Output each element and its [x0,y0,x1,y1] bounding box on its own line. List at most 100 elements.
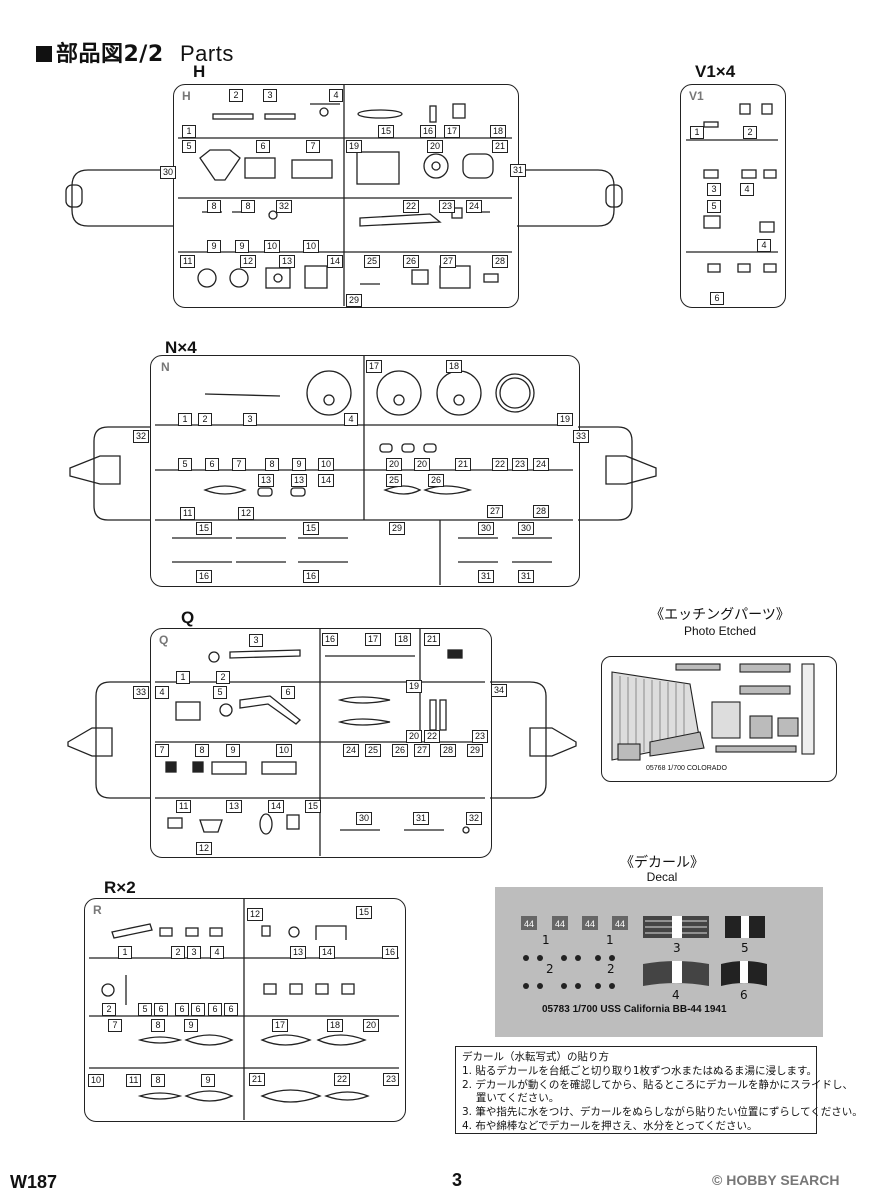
decal-label: 3 [673,941,681,955]
part-number: 22 [334,1073,351,1086]
part-number: 27 [414,744,431,757]
instruction-step: 3. 筆や指先に水をつけ、デカールをぬらしながら貼りたい位置にずらしてください。 [462,1106,863,1119]
part-number: 17 [444,125,461,138]
part-number: 3 [707,183,721,196]
part-number: 2 [102,1003,116,1016]
part-number: 26 [428,474,445,487]
part-number: 9 [235,240,249,253]
part-number: 21 [424,633,441,646]
part-number: 13 [290,946,307,959]
part-number: 31 [478,570,495,583]
instruction-step: 2. デカールが動くのを確認してから、貼るところにデカールを静かにスライドし、 [462,1078,854,1091]
part-number: 20 [427,140,444,153]
part-number: 15 [378,125,395,138]
part-number: 18 [395,633,412,646]
sprue-h-frame: H [173,84,519,308]
part-number: 20 [386,458,403,471]
part-number: 5 [182,140,196,153]
part-number: 3 [249,634,263,647]
part-number: 16 [322,633,339,646]
part-number: 23 [512,458,529,471]
part-number: 2 [743,126,757,139]
part-number: 6 [205,458,219,471]
part-number: 6 [281,686,295,699]
part-number: 9 [201,1074,215,1087]
part-number: 27 [440,255,457,268]
part-number: 7 [108,1019,122,1032]
part-number: 32 [133,430,150,443]
part-number: 23 [472,730,489,743]
part-number: 6 [224,1003,238,1016]
part-number: 20 [406,730,423,743]
decal-title: 《デカール》 [620,854,704,870]
hull-number: 44 [555,919,565,929]
part-number: 16 [382,946,399,959]
part-number: 8 [151,1074,165,1087]
part-number: 3 [243,413,257,426]
part-number: 11 [176,800,192,813]
sprue-h-title: H [193,62,206,81]
part-number: 34 [491,684,508,697]
part-number: 22 [424,730,441,743]
decal-label: 1 [542,933,550,947]
part-number: 19 [406,680,423,693]
part-number: 8 [241,200,255,213]
part-number: 9 [184,1019,198,1032]
part-number: 5 [707,200,721,213]
part-number: 6 [191,1003,205,1016]
part-number: 12 [240,255,257,268]
part-number: 30 [518,522,535,535]
part-number: 11 [180,507,196,520]
part-number: 30 [478,522,495,535]
sprue-n-tag: N [161,360,170,374]
part-number: 13 [291,474,308,487]
decal-label: 4 [672,988,680,1002]
square-bullet-icon [36,46,52,62]
footer-code: W187 [10,1172,58,1192]
part-number: 15 [356,906,373,919]
part-number: 9 [226,744,240,757]
part-number: 6 [175,1003,189,1016]
part-number: 8 [151,1019,165,1032]
part-number: 4 [210,946,224,959]
part-number: 21 [492,140,509,153]
part-number: 25 [364,255,381,268]
part-number: 8 [265,458,279,471]
hull-number: 44 [524,919,534,929]
part-number: 14 [318,474,335,487]
part-number: 29 [467,744,484,757]
part-number: 12 [238,507,255,520]
part-number: 15 [303,522,320,535]
part-number: 27 [487,505,504,518]
sprue-r-title: R×2 [104,878,136,897]
part-number: 31 [518,570,535,583]
part-number: 19 [557,413,574,426]
part-number: 7 [155,744,169,757]
part-number: 32 [276,200,293,213]
part-number: 28 [440,744,457,757]
part-number: 10 [264,240,281,253]
sprue-v-title: V1×4 [695,62,736,81]
part-number: 3 [263,89,277,102]
part-number: 24 [533,458,550,471]
instructions-heading: デカール（水転写式）の貼り方 [462,1051,609,1063]
decal-label: 6 [740,988,748,1002]
part-number: 20 [363,1019,380,1032]
decal-subtitle: Decal [646,870,678,884]
part-number: 28 [492,255,509,268]
part-number: 24 [343,744,360,757]
part-number: 1 [118,946,132,959]
part-number: 18 [327,1019,344,1032]
part-number: 24 [466,200,483,213]
part-number: 12 [247,908,264,921]
part-number: 13 [226,800,243,813]
part-number: 32 [466,812,483,825]
part-number: 10 [303,240,320,253]
sprue-r-tag: R [93,903,102,917]
watermark: © HOBBY SEARCH [712,1172,840,1188]
part-number: 22 [492,458,509,471]
part-number: 21 [455,458,472,471]
part-number: 13 [258,474,275,487]
